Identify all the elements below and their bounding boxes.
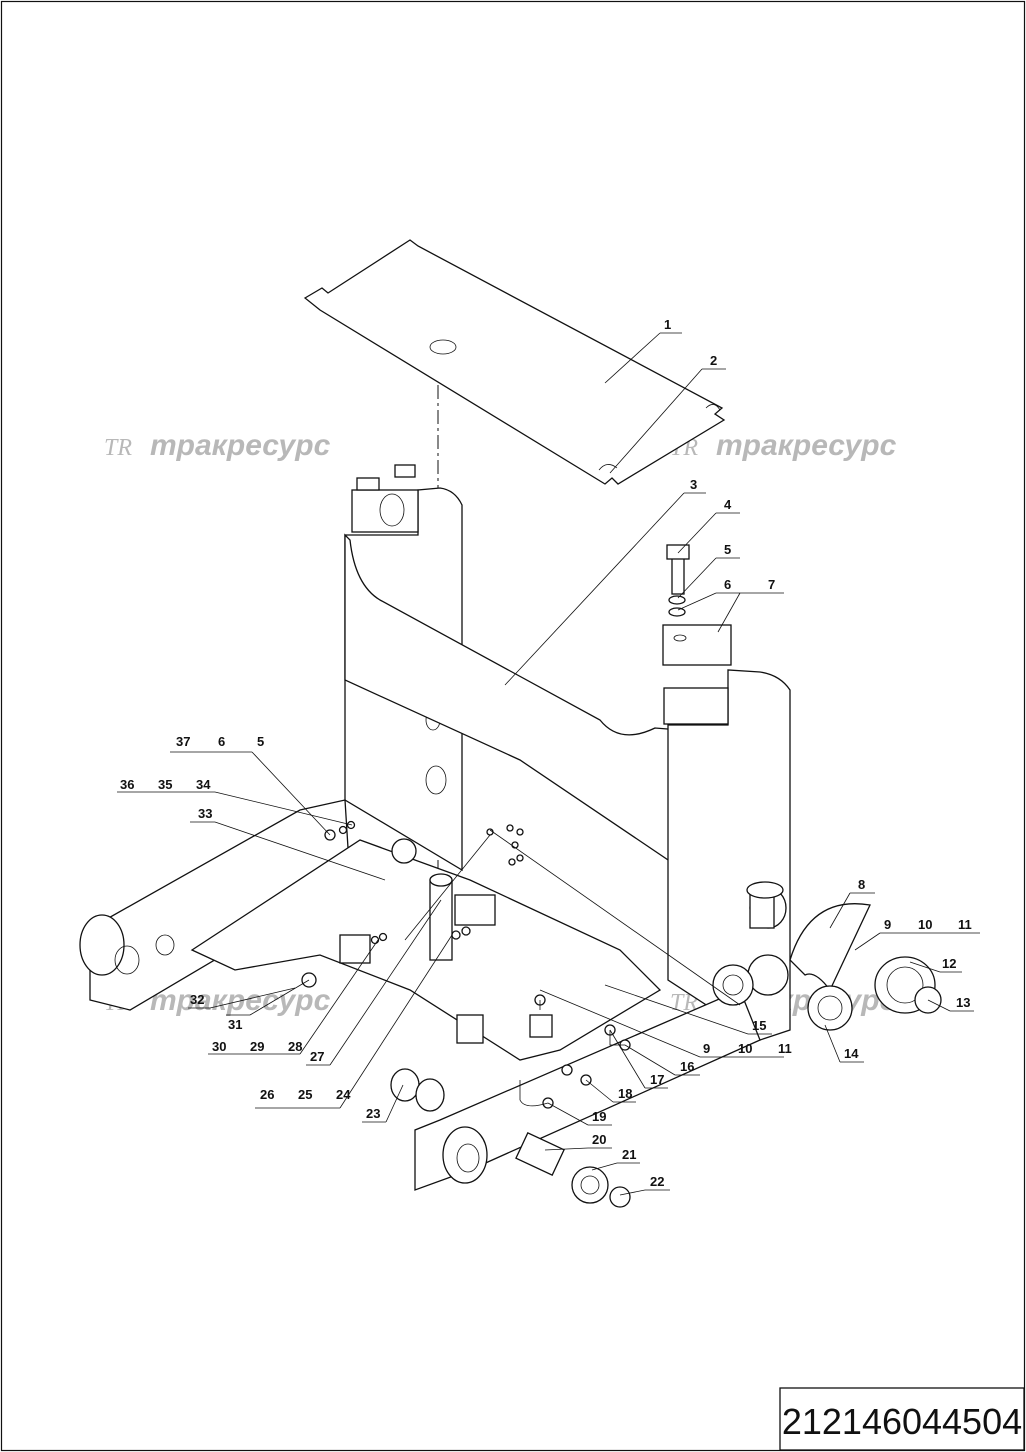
bracket [456, 1014, 484, 1044]
washer [668, 607, 686, 617]
callout-21: 21 [622, 1147, 636, 1162]
callout-29: 29 [250, 1039, 264, 1054]
callout-9b: 9 [703, 1041, 710, 1056]
watermark-1: TR тракресурс [104, 429, 331, 462]
callout-19: 19 [592, 1109, 606, 1124]
hardware-cluster [486, 824, 524, 866]
washer [668, 595, 686, 605]
callout-10: 10 [918, 917, 932, 932]
seal-cover [789, 903, 871, 992]
watermark-2: TR тракресурс [670, 429, 897, 462]
callout-34: 34 [196, 777, 211, 792]
callout-25: 25 [298, 1087, 312, 1102]
cover-plate [303, 239, 726, 485]
callout-18: 18 [618, 1086, 632, 1101]
washer [370, 935, 380, 945]
callout-27: 27 [310, 1049, 324, 1064]
bracket [529, 1014, 553, 1038]
callout-28: 28 [288, 1039, 302, 1054]
callout-35: 35 [158, 777, 172, 792]
drawing-number: 212146044504 [782, 1401, 1022, 1442]
callout-1: 1 [664, 317, 671, 332]
bearing-set-front [390, 1068, 631, 1208]
callout-8: 8 [858, 877, 865, 892]
bearing-set-right [712, 954, 942, 1031]
callout-11b: 11 [778, 1041, 792, 1056]
washer [461, 926, 471, 936]
callout-12: 12 [942, 956, 956, 971]
watermark-text: тракресурс [716, 429, 897, 462]
callout-23: 23 [366, 1106, 380, 1121]
hose [609, 1030, 625, 1046]
callout-30: 30 [212, 1039, 226, 1054]
washer [451, 930, 461, 940]
callout-14: 14 [844, 1046, 859, 1061]
base-plate [190, 839, 662, 1061]
callout-7: 7 [768, 577, 775, 592]
left-lower-arm [79, 799, 351, 1011]
callout-31: 31 [228, 1017, 242, 1032]
callout-5b: 5 [257, 734, 264, 749]
crossbeam [344, 533, 681, 870]
front-lower-arm [414, 989, 761, 1191]
callout-13: 13 [956, 995, 970, 1010]
callout-2: 2 [710, 353, 717, 368]
left-clamp [351, 464, 419, 533]
callout-24: 24 [336, 1087, 351, 1102]
callout-15: 15 [752, 1018, 766, 1033]
right-bushing [746, 881, 787, 929]
column [429, 873, 496, 961]
leader-lines [117, 332, 980, 1196]
callout-37: 37 [176, 734, 190, 749]
callouts: 1 2 3 4 5 6 7 8 9 10 11 12 13 14 15 16 1… [120, 317, 972, 1189]
washer [378, 932, 388, 942]
bolt [671, 557, 685, 595]
callout-10b: 10 [738, 1041, 752, 1056]
watermark-logo: TR [104, 435, 132, 461]
callout-4: 4 [724, 497, 732, 512]
callout-20: 20 [592, 1132, 606, 1147]
title-block [779, 1387, 1025, 1451]
callout-5: 5 [724, 542, 731, 557]
callout-33: 33 [198, 806, 212, 821]
callout-22: 22 [650, 1174, 664, 1189]
watermark-text: тракресурс [150, 429, 331, 462]
callout-17: 17 [650, 1072, 664, 1087]
callout-6: 6 [724, 577, 731, 592]
callout-11: 11 [958, 917, 972, 932]
callout-16: 16 [680, 1059, 694, 1074]
callout-32: 32 [190, 992, 204, 1007]
callout-9: 9 [884, 917, 891, 932]
grommet [391, 838, 417, 864]
callout-26: 26 [260, 1087, 274, 1102]
hose [519, 1080, 549, 1107]
fitting [561, 1064, 573, 1076]
right-upright [667, 669, 791, 1041]
washer [338, 825, 348, 835]
callout-6b: 6 [218, 734, 225, 749]
right-clamp [662, 544, 732, 725]
callout-3: 3 [690, 477, 697, 492]
callout-36: 36 [120, 777, 134, 792]
